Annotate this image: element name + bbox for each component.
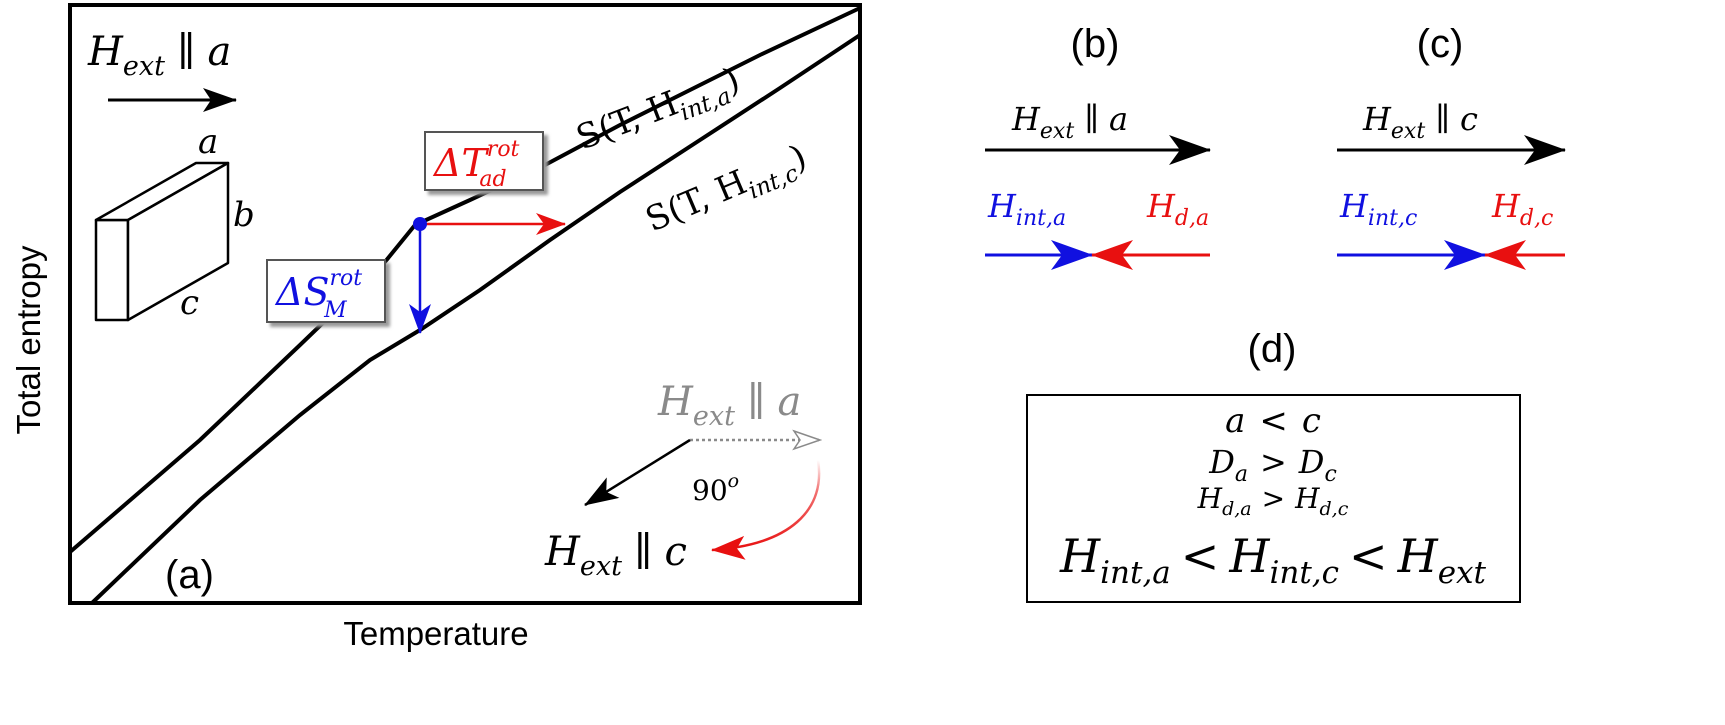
relation-internal-fields: Hint,a<Hint,c<Hext [1059, 529, 1487, 591]
state-point [413, 217, 427, 231]
x-axis-label: Temperature [343, 615, 528, 652]
panel-c-internal-label: Hint,c [1339, 187, 1417, 231]
crystal-sample [94, 161, 230, 322]
panel-c-demag-label: Hd,c [1491, 187, 1553, 231]
crystal-axis-a: a [198, 122, 218, 162]
relation-demag-factors: Da>Dc [1208, 443, 1337, 487]
plot-frame [68, 3, 862, 605]
panel-b-demag-label: Hd,a [1146, 187, 1209, 231]
panel-d-label: (d) [1248, 327, 1297, 371]
panel-c: (c) Hext∥c Hint,c Hd,c [1337, 22, 1566, 270]
panel-c-label: (c) [1417, 22, 1464, 66]
panel-d: (d) a<c Da>Dc Hd,a>Hd,c Hint,a<Hint,c<He… [1026, 327, 1521, 603]
relation-axes: a<c [1225, 401, 1321, 441]
panel-a-label: (a) [165, 553, 214, 597]
relation-demag-fields: Hd,a>Hd,c [1197, 482, 1349, 520]
entropy-curve-a [68, 6, 861, 554]
summary-box [1026, 394, 1521, 603]
crystal-axis-b: b [233, 195, 255, 235]
delta-s-base: ΔS [274, 270, 329, 314]
y-axis-label: Total entropy [10, 245, 47, 434]
rotation-curved-arrow [711, 459, 821, 560]
rotation-to-arrow [584, 438, 691, 507]
crystal-axis-c: c [180, 283, 199, 323]
panel-b-internal-label: Hint,a [987, 187, 1066, 231]
panel-b-label: (b) [1071, 22, 1120, 66]
panel-c-field-label: Hext∥c [1362, 100, 1478, 144]
panel-a: Hext∥a a b c S(T, Hint,a) S(T, Hint,c) Δ… [10, 3, 862, 652]
rotation-angle: 90o [692, 470, 739, 507]
panel-b: (b) Hext∥a Hint,a Hd,a [985, 22, 1211, 270]
curve-c-label: S(T, Hint,c) [640, 137, 815, 246]
rotation-to-label: Hext∥c [544, 529, 687, 582]
entropy-curve-c [90, 33, 862, 605]
panel-b-field-label: Hext∥a [1011, 100, 1128, 144]
delta-t-base: ΔT [432, 141, 489, 185]
field-label-a: Hext∥a [87, 29, 231, 82]
rotation-from-label: Hext∥a [657, 379, 801, 432]
